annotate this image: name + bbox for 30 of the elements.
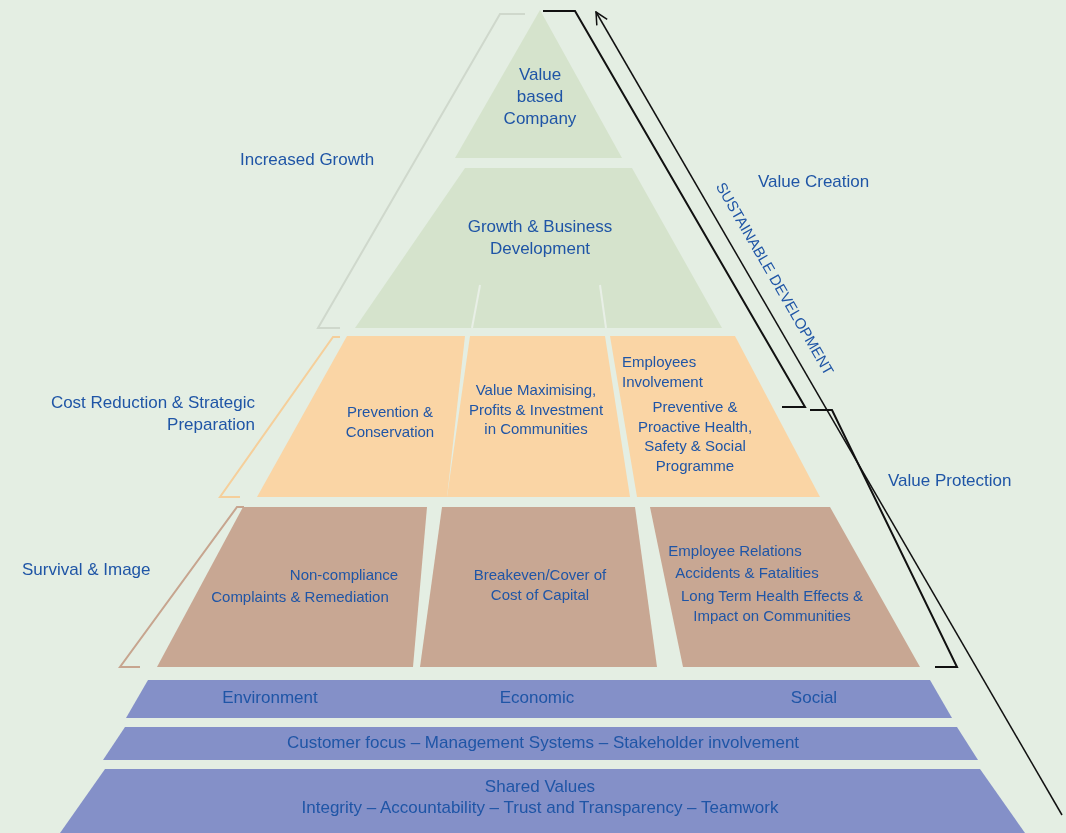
pyramid-tier — [420, 507, 657, 667]
pyramid-tier — [157, 507, 427, 667]
side-label: Increased Growth — [240, 148, 376, 171]
tier-text: Shared Values — [483, 775, 597, 798]
tier-text: Long Term Health Effects & Impact on Communities — [679, 585, 864, 625]
side-label: Value Protection — [888, 469, 1013, 492]
tier-text: Growth & Business Development — [466, 215, 614, 260]
tier-text: Employee Relations — [667, 541, 803, 561]
pyramid-tier — [126, 680, 952, 718]
tier-text: Accidents & Fatalities — [674, 563, 820, 583]
pyramid-tier — [257, 336, 465, 497]
pyramid-tier — [650, 507, 920, 667]
tier-text: Value Maximising, Profits & Investment in Communities — [468, 379, 604, 439]
pyramid-tier — [103, 727, 978, 760]
tier-text: Prevention & Conservation — [344, 401, 436, 441]
tier-text: Environment — [221, 686, 319, 709]
pyramid-tier — [60, 769, 1025, 833]
tier-text: Economic — [498, 686, 576, 709]
tier-text: Complaints & Remediation — [210, 587, 390, 607]
tier-text: Integrity – Accountability – Trust and Transparency – Teamwork — [300, 796, 780, 819]
tier-text: Non-compliance — [288, 565, 400, 585]
tier-text: Employees Involvement — [622, 351, 704, 391]
tier-text: Value based Company — [502, 63, 578, 131]
tier-text: Social — [789, 686, 839, 709]
side-label: Cost Reduction & Strategic Preparation — [49, 391, 255, 436]
tier-text: Preventive & Proactive Health, Safety & Social Programme — [636, 397, 754, 475]
tier-text: Breakeven/Cover of Cost of Capital — [472, 564, 608, 604]
pyramid-tier — [455, 10, 622, 158]
side-label: Survival & Image — [22, 558, 152, 581]
tier-text: Customer focus – Management Systems – Stakeholder involvement — [285, 731, 801, 754]
